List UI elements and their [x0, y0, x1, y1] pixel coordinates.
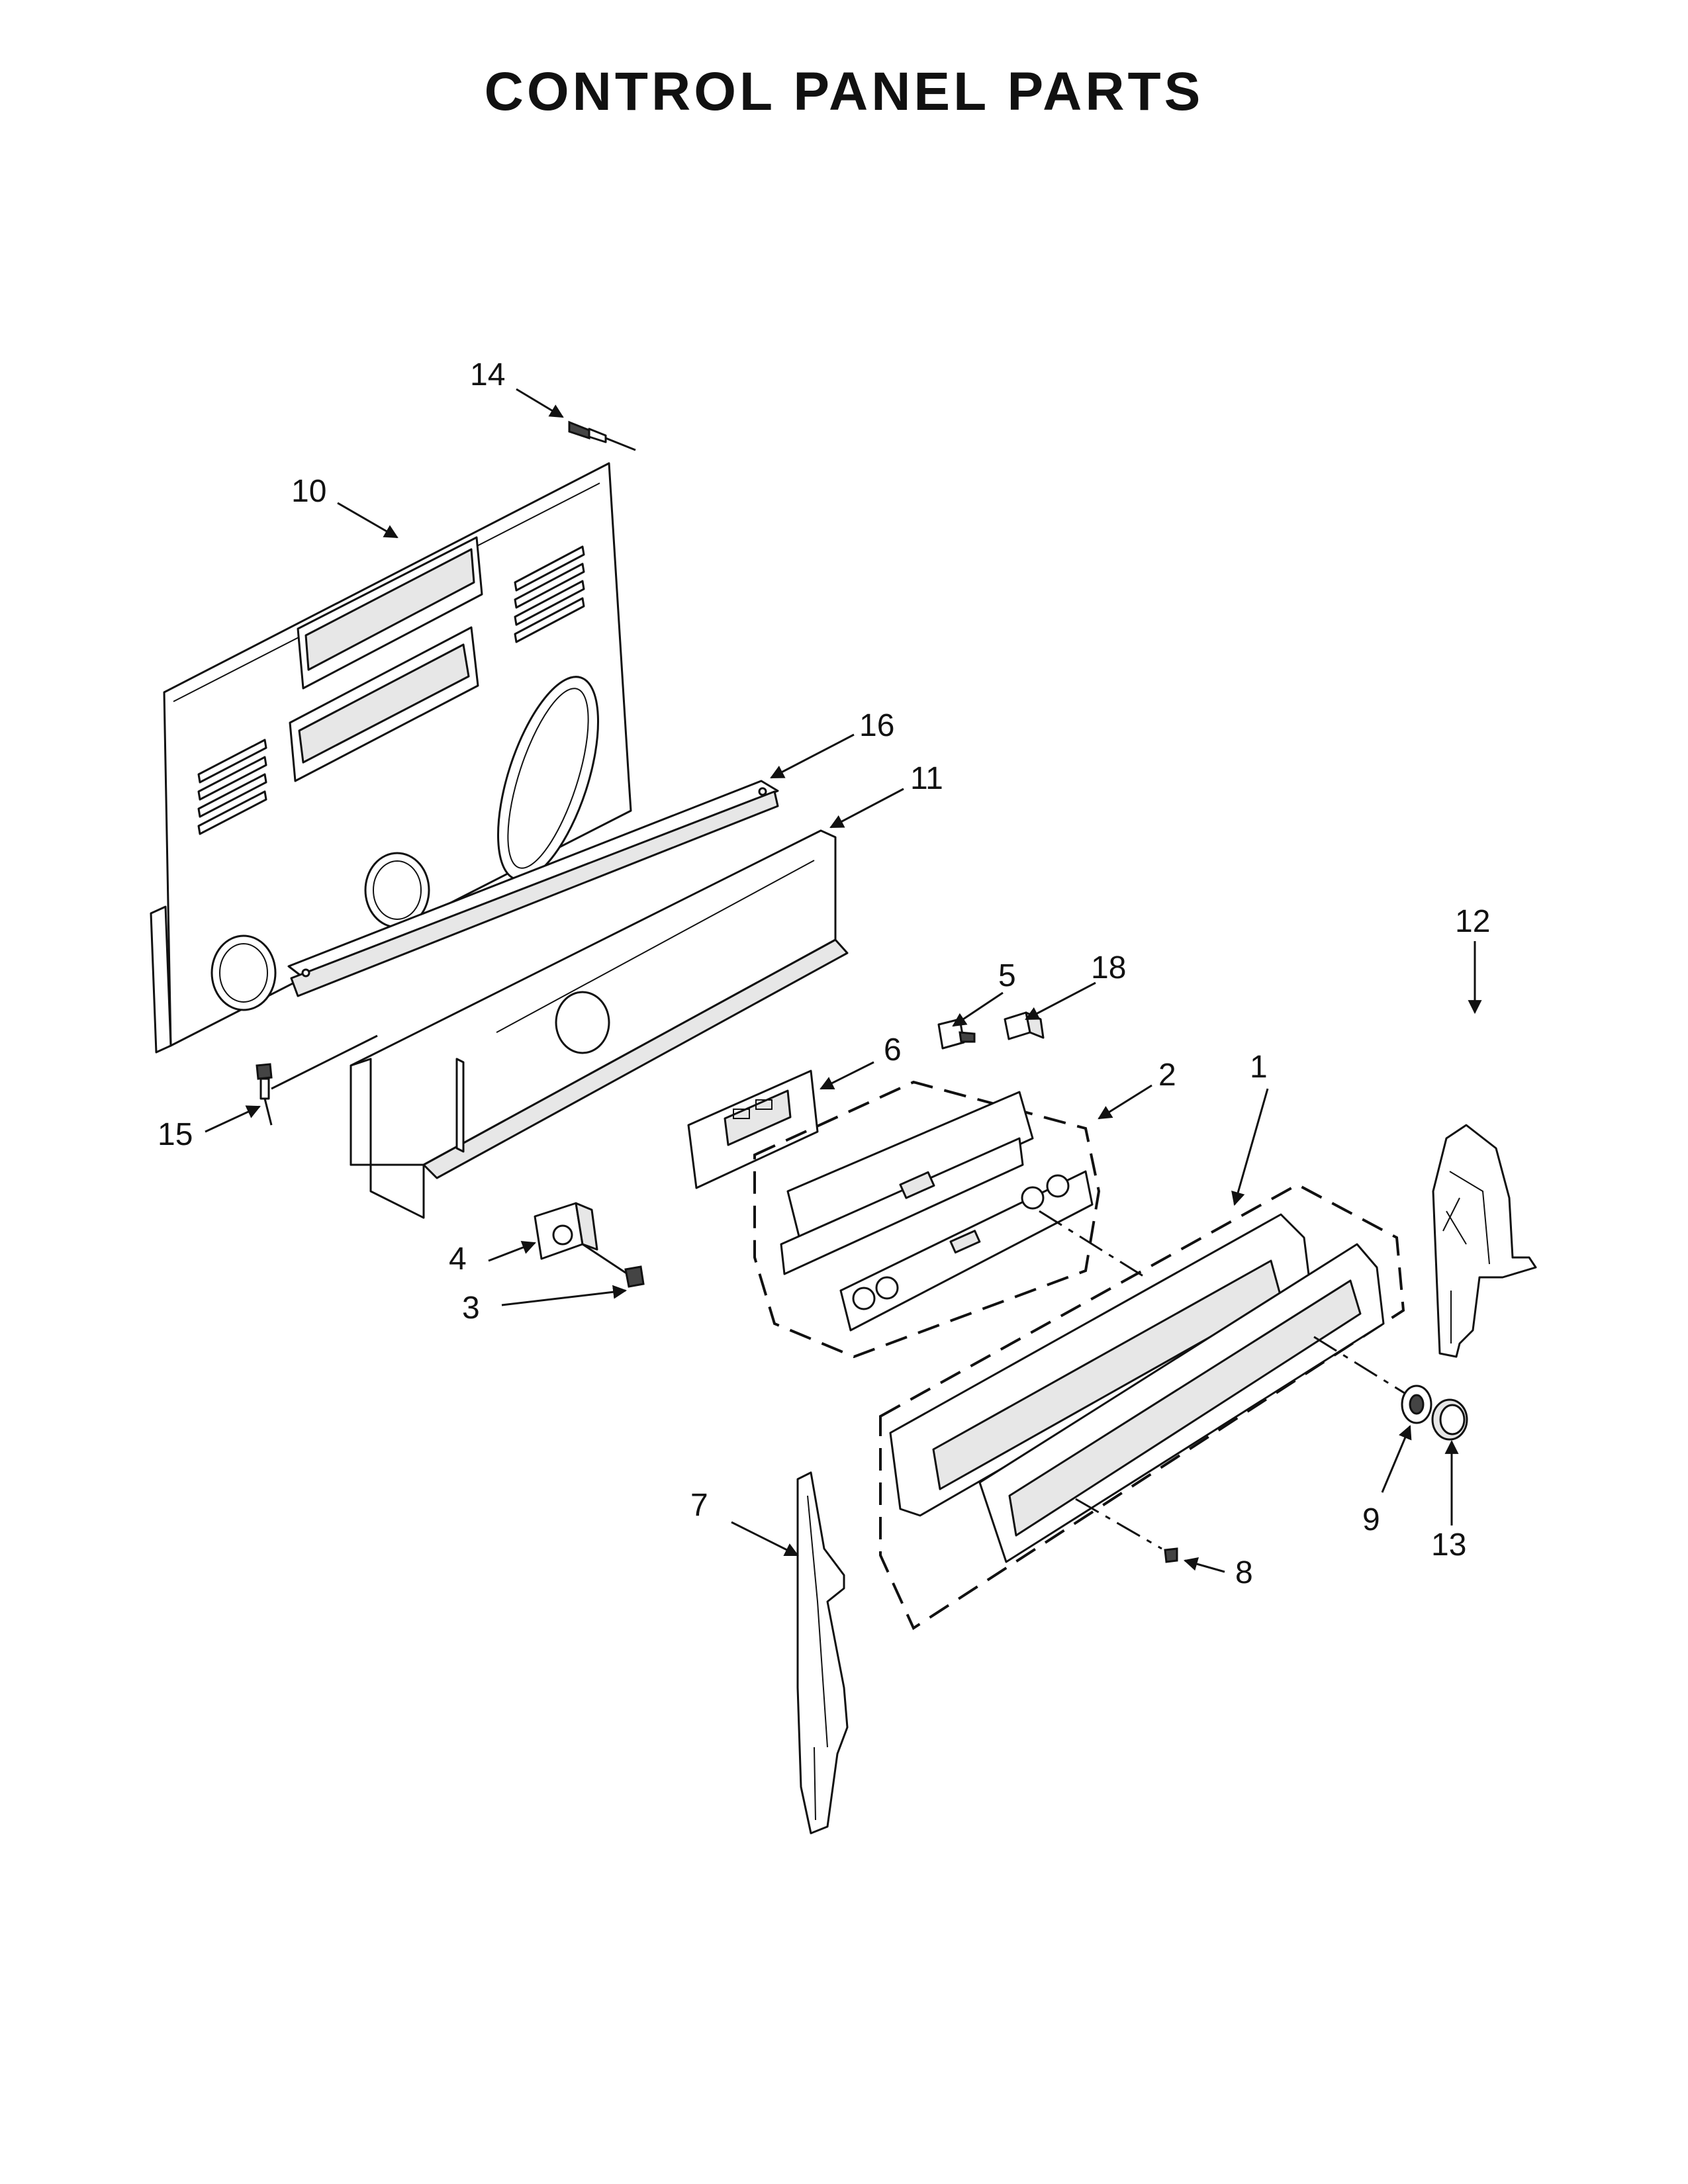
callout-numbers: 14 10 16 11 12 5 18 6 2 1 15 4 3 7 8 9 1… — [158, 357, 1490, 1590]
part-6-control-board — [687, 1069, 819, 1189]
part-18-switch — [1004, 1011, 1045, 1040]
knob-shaft-axis-upper — [1039, 1210, 1146, 1279]
part-16-strip — [287, 780, 779, 997]
callout-13: 13 — [1431, 1527, 1466, 1563]
callout-leaders — [205, 388, 1482, 1573]
part-10-rear-panel — [150, 462, 632, 1054]
callout-10: 10 — [291, 474, 326, 509]
callout-4: 4 — [449, 1242, 467, 1277]
part-14-screw — [568, 420, 636, 451]
part-4-switch — [534, 1202, 598, 1260]
page-title: CONTROL PANEL PARTS — [484, 62, 1204, 122]
knob-shaft-axis-lower — [1313, 1336, 1411, 1398]
part-3-screw — [582, 1243, 645, 1288]
callout-8: 8 — [1235, 1555, 1253, 1590]
part-2-panel-assembly — [753, 1080, 1101, 1359]
callout-2: 2 — [1158, 1058, 1176, 1093]
part-8-screw — [1075, 1498, 1178, 1563]
callout-9: 9 — [1362, 1502, 1380, 1537]
callout-5: 5 — [998, 958, 1016, 993]
callout-1: 1 — [1250, 1050, 1268, 1085]
callout-16: 16 — [859, 708, 894, 743]
callout-18: 18 — [1091, 950, 1126, 985]
callout-12: 12 — [1455, 904, 1490, 939]
part-11-bracket — [350, 829, 849, 1219]
callout-11: 11 — [910, 761, 943, 796]
part-7-left-endcap — [796, 1471, 849, 1835]
callout-6: 6 — [884, 1032, 902, 1068]
vent-slots-left — [197, 739, 267, 835]
part-15-screw — [256, 1034, 378, 1126]
callout-15: 15 — [158, 1117, 193, 1152]
part-13-knob — [1431, 1398, 1468, 1441]
part-1-front-trim — [879, 1183, 1405, 1630]
callout-7: 7 — [690, 1488, 708, 1523]
callout-14: 14 — [470, 357, 505, 392]
part-9-knob-bezel — [1401, 1385, 1432, 1424]
part-12-right-endcap — [1432, 1124, 1537, 1358]
callout-3: 3 — [462, 1291, 480, 1326]
vent-slots-right — [514, 545, 585, 643]
